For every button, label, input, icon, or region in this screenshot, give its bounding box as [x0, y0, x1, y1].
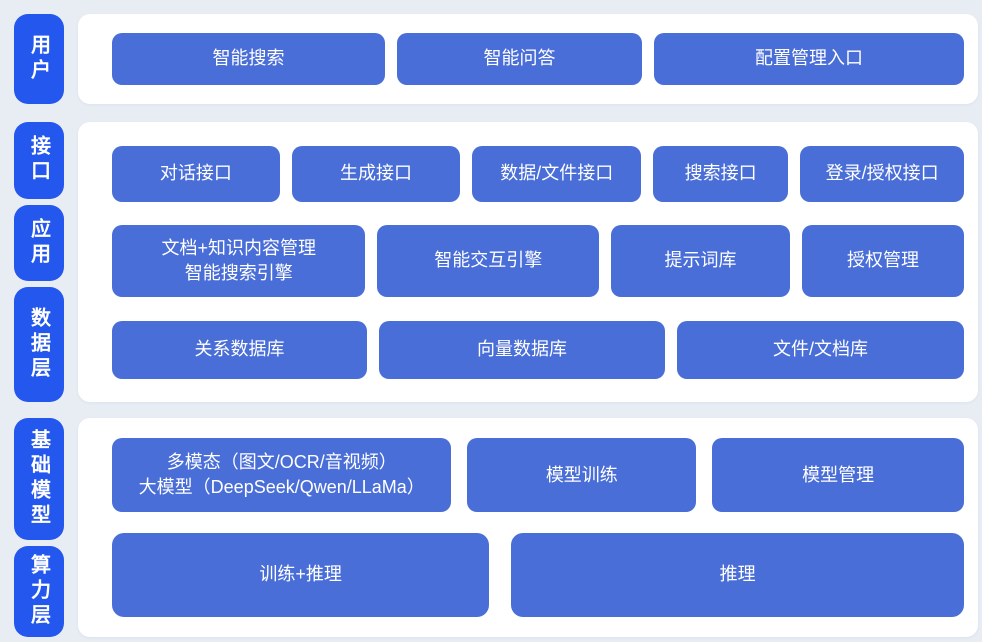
btn-generation-api: 生成接口	[291, 145, 461, 202]
panel-bottom-layers: 多模态（图文/OCR/音视频） 大模型（DeepSeek/Qwen/LLaMa）…	[78, 418, 978, 637]
btn-search-api: 搜索接口	[653, 145, 789, 202]
btn-model-management: 模型管理	[712, 438, 964, 513]
btn-file-doc-store: 文件/文档库	[677, 320, 964, 379]
btn-interactive-engine: 智能交互引擎	[377, 225, 600, 297]
layer-section-bottom: 基础模型 算力层 多模态（图文/OCR/音视频） 大模型（DeepSeek/Qw…	[14, 418, 978, 637]
layer-label-application: 应用	[14, 204, 64, 282]
btn-vector-db: 向量数据库	[379, 320, 665, 379]
btn-doc-knowledge-search-engine: 文档+知识内容管理 智能搜索引擎	[112, 225, 366, 297]
layer-label-user: 用户	[14, 14, 64, 104]
row-application-engines: 文档+知识内容管理 智能搜索引擎 智能交互引擎 提示词库 授权管理	[112, 225, 964, 297]
btn-training-inference: 训练+推理	[112, 532, 490, 617]
panel-middle-layers: 对话接口 生成接口 数据/文件接口 搜索接口 登录/授权接口 文档+知识内容管理…	[78, 122, 978, 402]
middle-layer-label-column: 接口 应用 数据层	[14, 122, 64, 403]
row-data-stores: 关系数据库 向量数据库 文件/文档库	[112, 320, 964, 379]
user-layer-label-column: 用户	[14, 14, 64, 104]
btn-data-file-api: 数据/文件接口	[472, 145, 642, 202]
layer-label-interface: 接口	[14, 122, 64, 199]
btn-dialog-api: 对话接口	[112, 145, 280, 202]
btn-config-management-entry: 配置管理入口	[654, 33, 964, 85]
layer-section-user: 用户 智能搜索 智能问答 配置管理入口	[14, 14, 978, 104]
btn-inference: 推理	[511, 532, 964, 617]
row-foundation-models: 多模态（图文/OCR/音视频） 大模型（DeepSeek/Qwen/LLaMa）…	[112, 438, 964, 513]
layer-section-middle: 接口 应用 数据层 对话接口 生成接口 数据/文件接口 搜索接口 登录/授权接口…	[14, 122, 978, 403]
btn-login-auth-api: 登录/授权接口	[800, 145, 964, 202]
btn-relational-db: 关系数据库	[112, 320, 367, 379]
btn-multimodal-llm: 多模态（图文/OCR/音视频） 大模型（DeepSeek/Qwen/LLaMa）	[112, 438, 452, 513]
row-compute: 训练+推理 推理	[112, 532, 964, 617]
layer-label-compute: 算力层	[14, 545, 64, 637]
btn-prompt-library: 提示词库	[611, 225, 790, 297]
bottom-layer-label-column: 基础模型 算力层	[14, 418, 64, 637]
layer-label-foundation-model: 基础模型	[14, 418, 64, 540]
row-user-entries: 智能搜索 智能问答 配置管理入口	[112, 33, 964, 85]
row-interface-apis: 对话接口 生成接口 数据/文件接口 搜索接口 登录/授权接口	[112, 145, 964, 202]
btn-smart-search: 智能搜索	[112, 33, 385, 85]
btn-smart-qa: 智能问答	[397, 33, 642, 85]
btn-model-training: 模型训练	[467, 438, 697, 513]
btn-auth-management: 授权管理	[802, 225, 964, 297]
layer-label-data: 数据层	[14, 287, 64, 403]
panel-user-layer: 智能搜索 智能问答 配置管理入口	[78, 14, 978, 104]
